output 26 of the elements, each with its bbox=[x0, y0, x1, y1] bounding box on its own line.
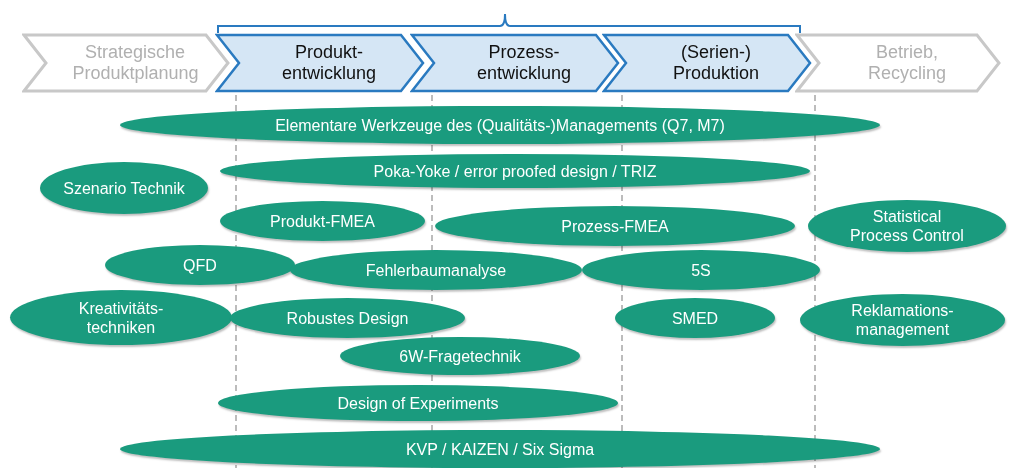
phase-label: Prozess- entwicklung bbox=[475, 42, 573, 84]
method-ellipse: Poka-Yoke / error proofed design / TRIZ bbox=[220, 154, 810, 188]
phase-banner bbox=[602, 33, 812, 93]
method-ellipse: KVP / KAIZEN / Six Sigma bbox=[120, 430, 880, 468]
phase-label: Produkt- entwicklung bbox=[280, 42, 378, 84]
phase-banner bbox=[410, 33, 620, 93]
method-ellipse: Kreativitäts- techniken bbox=[10, 290, 232, 345]
phase-label: Strategische Produktplanung bbox=[72, 42, 198, 84]
phase-banner bbox=[795, 33, 1001, 93]
phase-label: (Serien-) Produktion bbox=[671, 42, 761, 84]
method-ellipse: Reklamations- management bbox=[800, 294, 1005, 346]
method-ellipse: QFD bbox=[105, 245, 295, 285]
method-ellipse: Elementare Werkzeuge des (Qualitäts-)Managements (Q7, M7) bbox=[120, 106, 880, 144]
method-ellipse: Robustes Design bbox=[230, 298, 465, 338]
method-ellipse: SMED bbox=[615, 298, 775, 338]
phase-banner bbox=[22, 33, 230, 93]
method-ellipse: Szenario Technik bbox=[40, 162, 208, 214]
method-ellipse: Statistical Process Control bbox=[808, 200, 1006, 252]
phase-banner bbox=[215, 33, 425, 93]
method-ellipse: 6W-Fragetechnik bbox=[340, 337, 580, 375]
method-ellipse: 5S bbox=[582, 250, 820, 290]
method-ellipse: Fehlerbaumanalyse bbox=[290, 250, 582, 290]
phase-label: Betrieb, Recycling bbox=[867, 42, 947, 84]
method-ellipse: Prozess-FMEA bbox=[435, 206, 795, 246]
method-ellipse: Design of Experiments bbox=[218, 385, 618, 421]
method-ellipse: Produkt-FMEA bbox=[220, 201, 425, 241]
